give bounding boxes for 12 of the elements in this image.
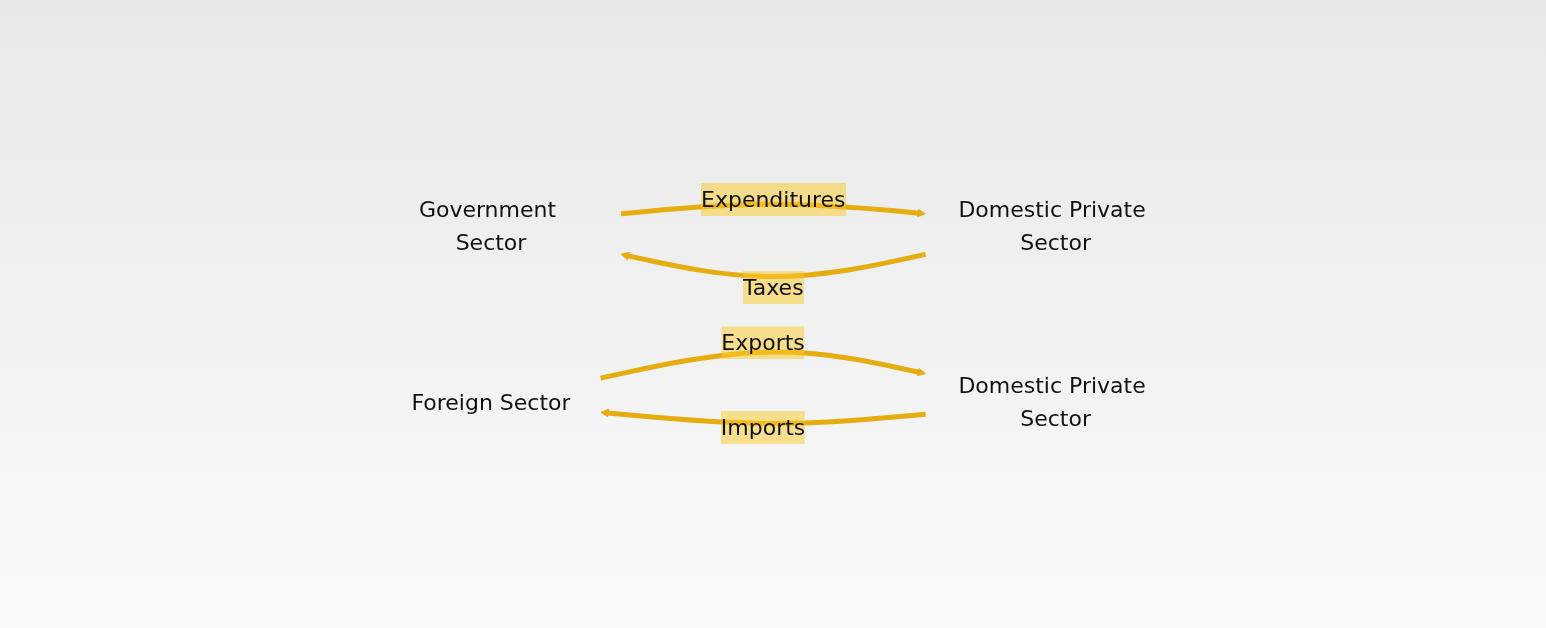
arrow xyxy=(599,408,926,426)
edge-label: Exports xyxy=(721,330,805,356)
arrow xyxy=(620,201,926,218)
node-text: Domestic Private Sector xyxy=(958,197,1146,255)
arrow xyxy=(620,251,926,280)
node-text: Foreign Sector xyxy=(411,389,571,415)
node-text: Domestic Private Sector xyxy=(958,373,1146,431)
node-text: Government Sector xyxy=(418,197,556,255)
arrow xyxy=(599,349,926,381)
edge-label: Taxes xyxy=(742,275,804,300)
edge-label: Imports xyxy=(720,415,806,441)
edge-label: Expenditures xyxy=(700,187,846,212)
